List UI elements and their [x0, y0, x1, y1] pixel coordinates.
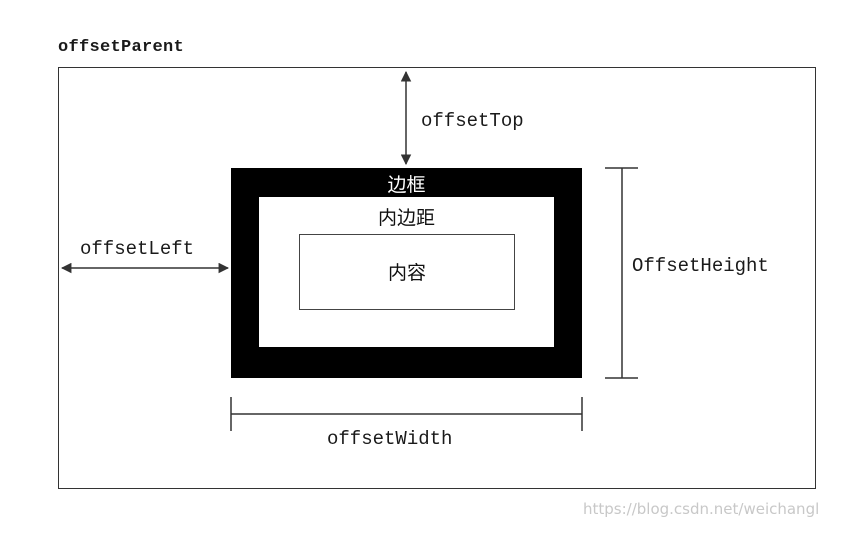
padding-label: 内边距: [377, 207, 435, 229]
offset-top-label: offsetTop: [421, 110, 524, 132]
offset-parent-title: offsetParent: [58, 38, 185, 57]
offset-height-dimension: [605, 167, 638, 379]
watermark-text: https://blog.csdn.net/weichangl: [583, 500, 820, 518]
offset-left-label: offsetLeft: [80, 238, 195, 260]
offset-height-label: OffsetHeight: [632, 255, 769, 277]
offset-width-dimension: [230, 397, 583, 431]
content-label: 内容: [387, 262, 426, 284]
border-label: 边框: [387, 174, 426, 196]
offset-parent-box: [58, 67, 816, 489]
element-content-box: [299, 234, 515, 310]
offset-width-label: offsetWidth: [327, 428, 453, 450]
